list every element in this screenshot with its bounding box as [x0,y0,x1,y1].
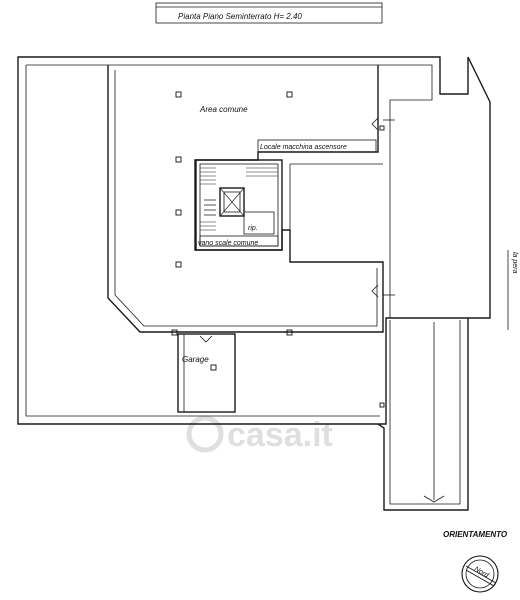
machine-room: Locale macchina ascensore [257,139,377,153]
orientation: ORIENTAMENTO Nord [443,530,508,593]
watermark: casa.it [186,415,333,454]
plan-title: Pianta Piano Seminterrato H= 2.40 [178,12,302,21]
garage: Garage [177,333,236,413]
label-stairwell: vano scale comune [198,240,258,247]
compass-icon: Nord [461,555,499,593]
outer-perimeter [17,56,491,511]
orientation-label: ORIENTAMENTO [443,530,508,539]
pillars [171,91,385,408]
stair-core: rip. vano scale comune [195,159,283,251]
label-garage: Garage [182,355,209,364]
watermark-text: casa.it [227,416,333,454]
right-ramp: la pera [423,250,518,503]
label-closet: rip. [248,225,258,232]
label-common-area: Area comune [199,105,248,114]
side-label: la pera [511,252,518,274]
common-area: Area comune [107,65,395,333]
title-block: Pianta Piano Seminterrato H= 2.40 [155,2,383,24]
compass-text: Nord [473,566,491,580]
label-machine-room: Locale macchina ascensore [260,144,347,151]
